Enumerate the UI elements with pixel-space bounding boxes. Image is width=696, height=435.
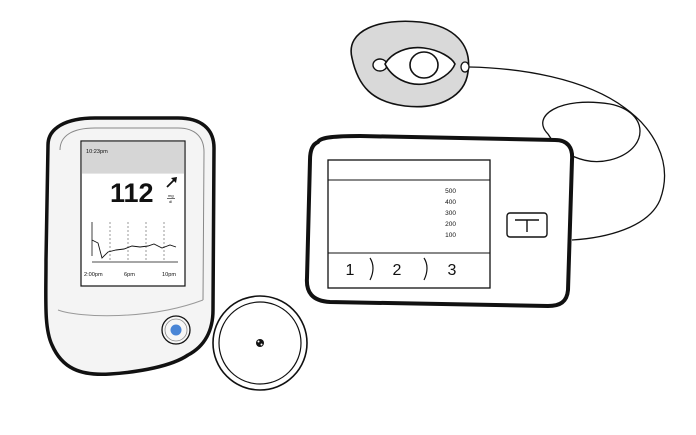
pump-scale-label: 400: [445, 199, 456, 206]
pump-screen: [327, 159, 491, 289]
pump-scale-label: 300: [445, 210, 456, 217]
infusion-tubing: [468, 66, 666, 241]
arrow-up-right-icon: [166, 177, 177, 188]
pump-tab-2[interactable]: 2: [393, 262, 402, 279]
reader-status-bar: [81, 141, 185, 174]
glucose-reader: 10:23pm 112 mg dl 2:00pm 6pm 10pm: [44, 116, 216, 377]
trend-graph: [91, 222, 178, 263]
reader-time: 10:23pm: [86, 149, 108, 155]
pump-scale-label: 100: [445, 232, 456, 239]
glucose-sensor: [212, 295, 308, 391]
pump-scale-label: 500: [445, 188, 456, 195]
unit-bottom: dl: [169, 199, 172, 204]
axis-label: 10pm: [162, 272, 176, 278]
pump-scale-label: 200: [445, 221, 456, 228]
axis-label: 6pm: [124, 272, 135, 278]
pump-tab-3[interactable]: 3: [448, 262, 457, 279]
glucose-value: 112: [110, 178, 154, 208]
insulin-pump: 500 400 300 200 100 1 2 3: [304, 134, 575, 308]
axis-label: 2:00pm: [84, 272, 103, 278]
infusion-set-icon: [350, 20, 470, 108]
pump-tab-1[interactable]: 1: [346, 262, 355, 279]
sensor-dot-icon: [256, 339, 264, 347]
unit-top: mg: [168, 193, 174, 198]
t-logo-icon[interactable]: [506, 212, 548, 238]
reader-button[interactable]: [161, 315, 191, 345]
